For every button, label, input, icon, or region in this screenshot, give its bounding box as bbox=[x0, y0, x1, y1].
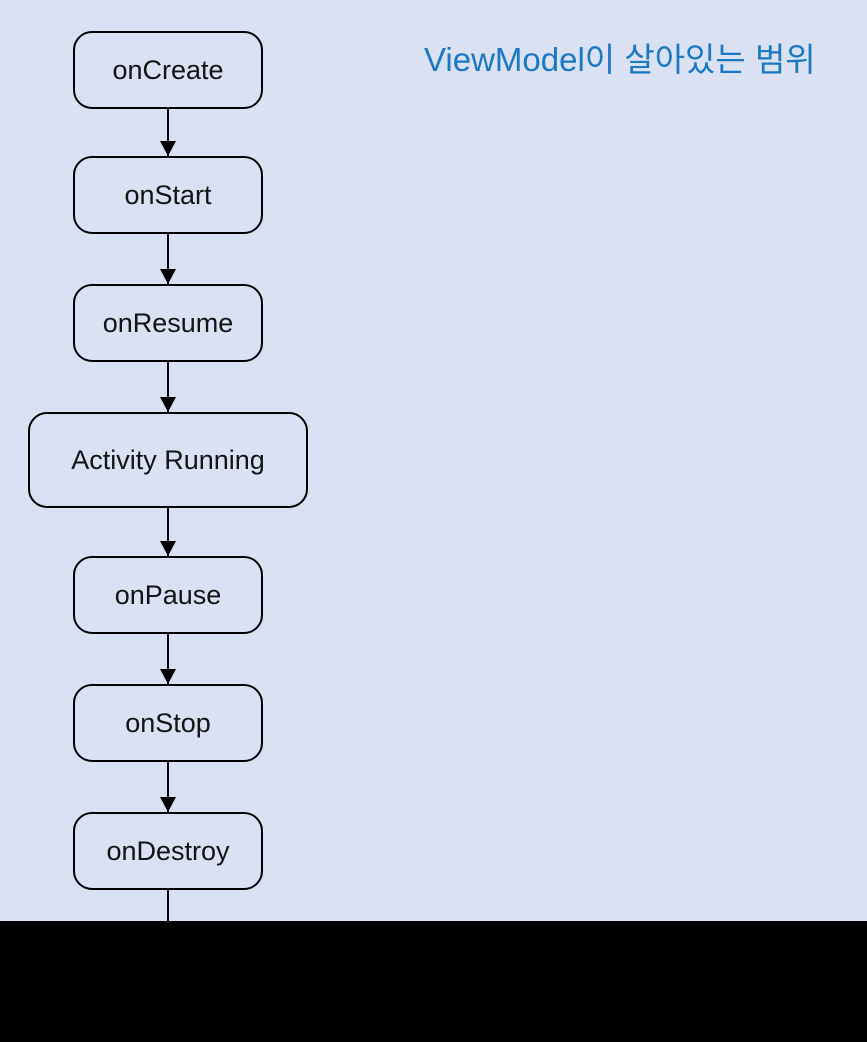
arrowhead-down-icon bbox=[160, 141, 176, 156]
arrow-shaft bbox=[167, 109, 169, 156]
diagram-title: ViewModel이 살아있는 범위 bbox=[424, 41, 816, 78]
arrow-shaft bbox=[167, 890, 169, 922]
flow-node-activity-running: Activity Running bbox=[28, 412, 308, 508]
arrow-shaft bbox=[167, 762, 169, 812]
arrow-onstart-to-onresume bbox=[160, 234, 176, 284]
arrow-shaft bbox=[167, 234, 169, 284]
arrow-onstop-to-ondestroy bbox=[160, 762, 176, 812]
arrow-ondestroy-tail bbox=[160, 890, 176, 922]
flow-node-oncreate: onCreate bbox=[73, 31, 263, 109]
flow-node-onresume: onResume bbox=[73, 284, 263, 362]
arrowhead-down-icon bbox=[160, 669, 176, 684]
arrow-onresume-to-activity-running bbox=[160, 362, 176, 412]
arrow-onpause-to-onstop bbox=[160, 634, 176, 684]
arrow-shaft bbox=[167, 634, 169, 684]
arrow-shaft bbox=[167, 508, 169, 556]
arrow-activity-running-to-onpause bbox=[160, 508, 176, 556]
arrow-oncreate-to-onstart bbox=[160, 109, 176, 156]
arrow-shaft bbox=[167, 362, 169, 412]
arrowhead-down-icon bbox=[160, 269, 176, 284]
flow-node-onstart: onStart bbox=[73, 156, 263, 234]
arrowhead-down-icon bbox=[160, 397, 176, 412]
arrowhead-down-icon bbox=[160, 797, 176, 812]
flow-node-onstop: onStop bbox=[73, 684, 263, 762]
flow-node-onpause: onPause bbox=[73, 556, 263, 634]
flow-node-ondestroy: onDestroy bbox=[73, 812, 263, 890]
arrowhead-down-icon bbox=[160, 541, 176, 556]
bottom-black-band bbox=[0, 921, 867, 1042]
